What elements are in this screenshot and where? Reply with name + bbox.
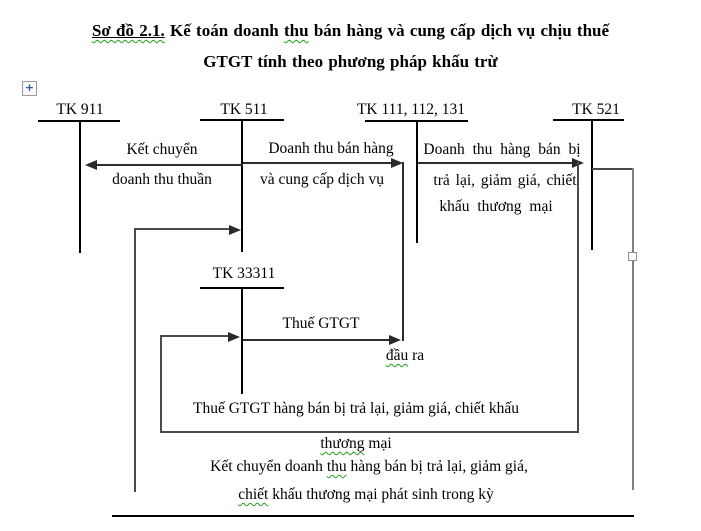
tk111-stem-line — [416, 122, 418, 243]
outer-gray-vertical — [632, 168, 634, 490]
tk521-top-line — [553, 119, 624, 121]
account-label-tk33311: TK 33311 — [212, 265, 276, 282]
account-label-tk911: TK 911 — [56, 101, 104, 118]
tk521-stem-line — [591, 121, 593, 250]
title-underlined-part: Sơ đồ 2.1. — [91, 21, 165, 40]
tk511-top-line — [200, 119, 284, 121]
return-flow-left-vertical — [134, 228, 136, 492]
account-label-tk521: TK 521 — [572, 101, 620, 118]
label-tra-lai-giam-gia-chiet: trả lại, giảm giá, chiết — [433, 172, 577, 189]
label-thuong-mai: thương mại — [320, 435, 392, 452]
arrow-doanh-thu-tra-lai-shaft — [418, 162, 572, 164]
account-label-tk511: TK 511 — [220, 101, 268, 118]
label-doanh-thu-thuan: doanh thu thuần — [112, 171, 212, 188]
arrow-thue-gtgt-dau-ra-shaft — [243, 339, 389, 341]
vat-return-left-vertical — [160, 335, 162, 433]
arrow-thue-gtgt-dau-ra-head-icon — [389, 335, 401, 345]
tk111-top-line — [365, 120, 468, 122]
label-khau-thuong-mai: khấu thương mại — [439, 198, 553, 215]
arrow-ket-chuyen-thuan-shaft — [97, 164, 243, 166]
tk911-top-line — [38, 120, 120, 122]
bottom-border-line — [112, 515, 634, 517]
return-flow-into-tk511-shaft — [134, 228, 229, 230]
vat-return-bottom-line — [160, 431, 579, 433]
tk33311-stem-line — [241, 289, 243, 394]
return-flow-into-tk511-head-icon — [229, 225, 241, 235]
vat-return-into-tk33311-head-icon — [228, 332, 240, 342]
object-resize-handle[interactable] — [628, 252, 637, 261]
diagram-title-line2: GTGT tính theo phương pháp khấu trừ — [203, 52, 498, 71]
label-ket-chuyen-tra-lai-line2: chiết khấu thương mại phát sinh trong kỳ — [238, 486, 494, 503]
label-ket-chuyen-tra-lai-line1: Kết chuyển doanh thu hàng bán bị trả lại… — [210, 458, 528, 475]
move-handle-icon[interactable]: + — [22, 81, 37, 96]
label-ket-chuyen: Kết chuyển — [126, 141, 198, 158]
vat-return-right-vertical — [577, 162, 579, 433]
diagram-title-line1: Sơ đồ 2.1. Kế toán doanh thu bán hàng và… — [91, 21, 610, 40]
tk911-stem-line — [79, 122, 81, 253]
arrow-ket-chuyen-thuan-head-icon — [85, 160, 97, 170]
label-thue-gtgt: Thuế GTGT — [282, 315, 360, 332]
connector-vertical-tk111 — [402, 162, 404, 341]
label-doanh-thu-hang-ban-bi: Doanh thu hàng bán bị — [423, 141, 581, 158]
label-doanh-thu-ban-hang: Doanh thu bán hàng — [268, 140, 394, 157]
tk33311-top-line — [200, 287, 284, 289]
label-thue-gtgt-hang-ban-bi-tra-lai: Thuế GTGT hàng bán bị trả lại, giảm giá,… — [193, 400, 519, 417]
vat-return-into-tk33311-shaft — [160, 335, 228, 337]
tk521-branch-line — [592, 168, 634, 170]
arrow-doanh-thu-head-icon — [391, 158, 403, 168]
account-label-tk111-112-131: TK 111, 112, 131 — [356, 101, 466, 118]
label-dau-ra: đầu ra — [385, 347, 425, 364]
label-va-cung-cap-dich-vu: và cung cấp dịch vụ — [260, 171, 384, 188]
tk511-stem-line — [241, 121, 243, 252]
arrow-doanh-thu-shaft — [243, 162, 391, 164]
